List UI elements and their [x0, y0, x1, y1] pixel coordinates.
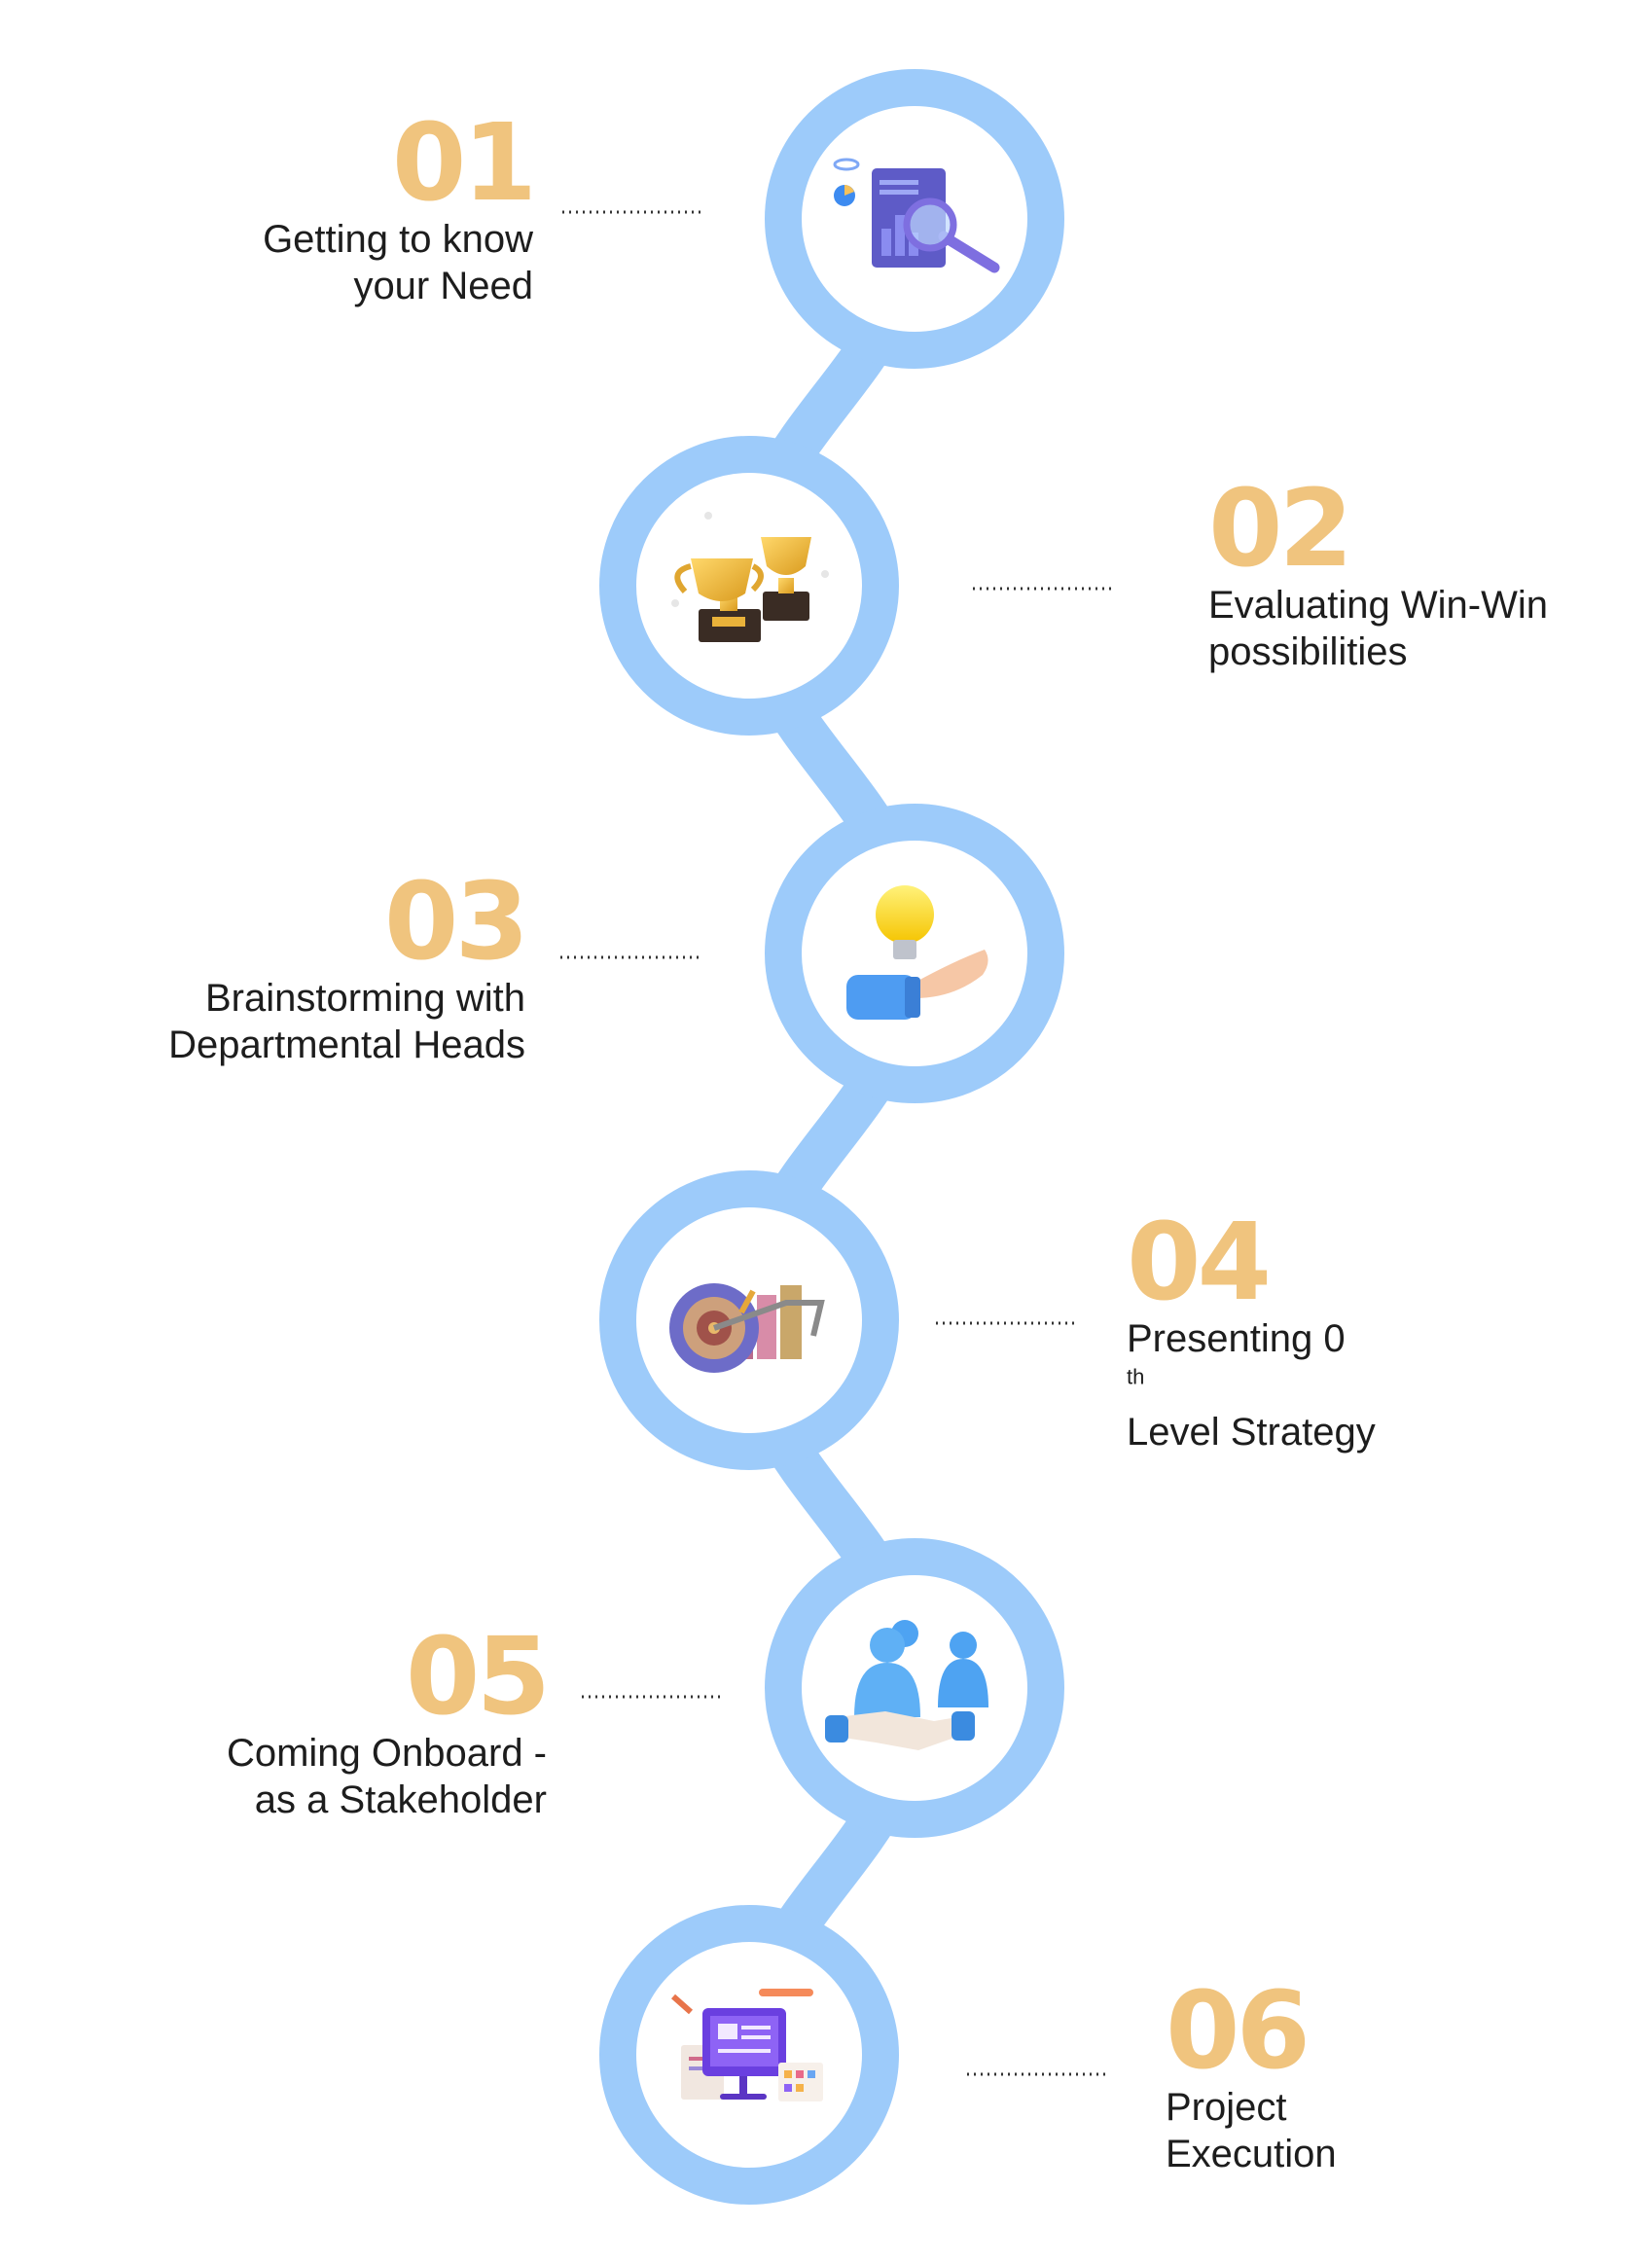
step-02: 02 Evaluating Win-Win possibilities — [1208, 475, 1636, 675]
handshake-people-icon — [825, 1620, 988, 1750]
step-label-01: Getting to know your Need — [263, 218, 533, 307]
step-label-03: Brainstorming with Departmental Heads — [168, 977, 525, 1066]
target-bars-icon — [669, 1283, 825, 1373]
trophies-icon — [671, 512, 829, 642]
step-label-06: Project Execution — [1166, 2086, 1337, 2175]
step-05: 05 Coming Onboard - as a Stakeholder — [99, 1614, 551, 1823]
step-number-02: 02 — [1208, 466, 1353, 591]
chart-magnifier-icon — [833, 158, 1000, 273]
step-label-05: Coming Onboard - as a Stakeholder — [226, 1732, 547, 1821]
step-03: 03 Brainstorming with Departmental Heads — [78, 859, 529, 1068]
step-number-03: 03 — [383, 859, 529, 984]
step-label-02: Evaluating Win-Win possibilities — [1208, 584, 1549, 673]
step-06: 06 Project Execution — [1166, 1977, 1594, 2177]
lightbulb-hand-icon — [846, 885, 988, 1020]
step-01: 01 Getting to know your Need — [105, 100, 537, 309]
step-ring-02 — [599, 436, 899, 736]
step-number-06: 06 — [1166, 1968, 1311, 2093]
computer-design-icon — [671, 1989, 823, 2101]
step-number-05: 05 — [405, 1614, 551, 1739]
step-number-01: 01 — [391, 100, 537, 225]
step-number-04: 04 — [1127, 1200, 1272, 1324]
